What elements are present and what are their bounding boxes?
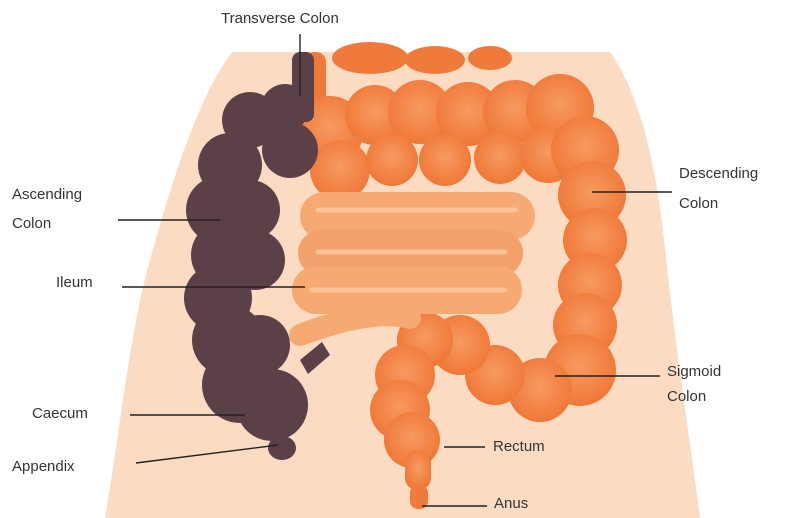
label-anus: Anus: [494, 492, 528, 516]
label-ascending-colon-line2: Colon: [12, 212, 51, 236]
label-sigmoid-colon-line1: Sigmoid: [667, 360, 721, 384]
label-descending-colon-line1: Descending: [679, 162, 758, 186]
label-ileum: Ileum: [56, 271, 93, 295]
label-caecum: Caecum: [32, 402, 88, 426]
label-ascending-colon-line1: Ascending: [12, 183, 82, 207]
label-rectum: Rectum: [493, 435, 545, 459]
ileum: [292, 192, 535, 335]
appendix: [268, 436, 296, 460]
label-descending-colon-line2: Colon: [679, 192, 718, 216]
label-sigmoid-colon-line2: Colon: [667, 385, 706, 409]
label-transverse-colon: Transverse Colon: [221, 7, 339, 31]
label-appendix: Appendix: [12, 455, 75, 479]
